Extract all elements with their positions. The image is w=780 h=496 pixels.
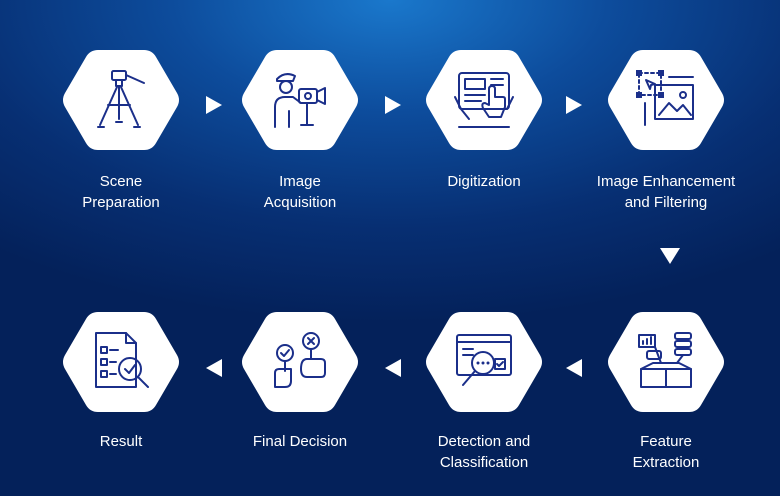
flow-arrow-right [385,96,401,114]
step-label-final-decision: Final Decision [252,433,348,450]
step-label-result: Result [99,433,143,450]
flow-arrow-right [566,96,582,114]
step-label-detection-classification: Detection and Classification [437,433,531,471]
step-label-scene-preparation: Scene Preparation [82,173,160,211]
tablet-touch-icon [454,72,514,128]
step-digitization [423,46,545,154]
tripod-icon [97,70,145,128]
step-image-acquisition [239,46,361,154]
step-label-image-enhancement: Image Enhancement and Filtering [596,173,736,211]
image-select-icon [636,70,694,126]
step-detection-classification [423,308,545,416]
flow-arrow-left [566,359,582,377]
flow-arrow-down [660,248,680,264]
checklist-report-icon [95,332,149,388]
step-feature-extraction [605,308,727,416]
step-final-decision [239,308,361,416]
step-label-feature-extraction: Feature Extraction [632,433,700,471]
camera-operator-icon [274,73,326,128]
flow-arrow-left [206,359,222,377]
flow-arrow-left [385,359,401,377]
step-label-digitization: Digitization [447,173,521,190]
flow-arrow-right [206,96,222,114]
step-label-image-acquisition: Image Acquisition [263,173,337,211]
box-features-icon [638,332,692,388]
decision-signs-icon [274,332,326,388]
magnify-screen-icon [456,334,512,386]
step-result [60,308,182,416]
step-image-enhancement [605,46,727,154]
step-scene-preparation [60,46,182,154]
